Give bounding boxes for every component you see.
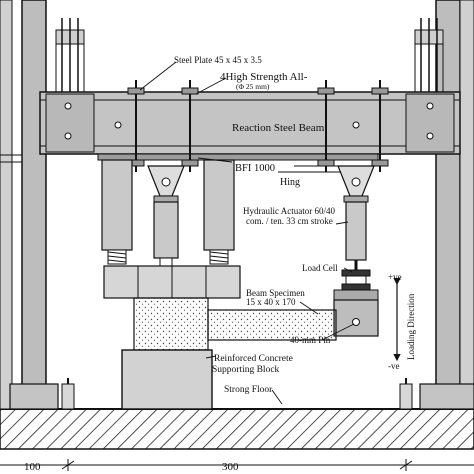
hinge-label: Hing [280, 177, 300, 188]
actuator-label-line2: com. / ten. 33 cm stroke [246, 216, 333, 226]
hydraulic-actuator [345, 201, 367, 270]
right-column [399, 0, 474, 410]
load-cell [341, 269, 371, 291]
load-cell-label: Load Cell [302, 263, 338, 273]
plus-ve-label: +ve [388, 272, 402, 282]
leader-lines [139, 61, 355, 405]
steel-plate-label: Steel Plate 45 x 45 x 3.5 [174, 55, 262, 65]
rc-block-label-line1: Reinforced Concrete [214, 353, 293, 364]
high-strength-bolts [127, 80, 389, 172]
beam-specimen [133, 297, 337, 351]
reaction-beam-label: Reaction Steel Beam [232, 122, 325, 134]
left-column [0, 0, 75, 410]
right-hinge [337, 165, 375, 203]
rc-supporting-block [121, 349, 213, 410]
reaction-steel-beam [39, 91, 461, 161]
bolt-diameter-label: (Φ 25 mm) [236, 82, 270, 91]
pin-clevis [333, 289, 379, 337]
beam-specimen-label-line1: Beam Specimen [246, 288, 305, 298]
loading-direction-label: Loading Direction [406, 293, 416, 360]
minus-ve-label: -ve [388, 361, 400, 371]
bfi-label: BFI 1000 [235, 163, 275, 174]
actuator-label-line1: Hydraulic Actuator 60/40 [243, 206, 335, 216]
dimension-line [0, 459, 474, 471]
high-strength-bolts-label: 4High Strength All- [220, 71, 308, 83]
dimension-left-label: 100 [24, 461, 41, 473]
dimension-middle-label: 300 [222, 461, 239, 473]
beam-specimen-label-line2: 15 x 40 x 170 [246, 297, 296, 307]
pin-label: 40-mm Pin [290, 335, 331, 345]
left-hinge [147, 165, 185, 203]
left-hold-down-assembly [101, 159, 235, 269]
strong-floor [0, 408, 474, 450]
rc-block-label-line2: Supporting Block [212, 365, 280, 375]
loading-block [103, 265, 241, 299]
left-top-bolts [55, 18, 85, 93]
right-top-bolts [414, 18, 444, 93]
strong-floor-label: Strong Floor [224, 385, 273, 395]
